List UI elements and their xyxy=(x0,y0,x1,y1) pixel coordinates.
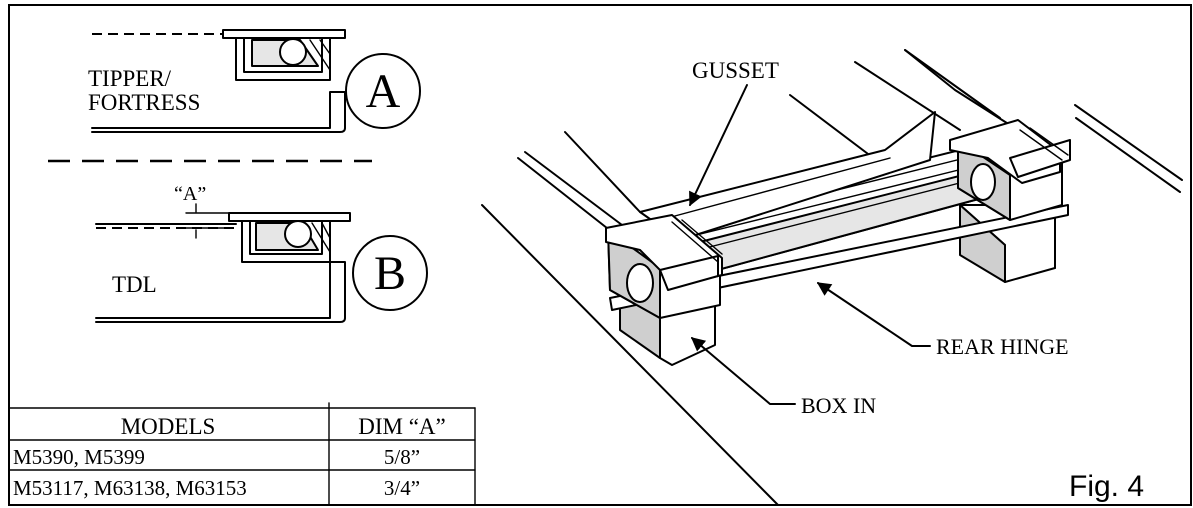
detail-a-letter: A xyxy=(366,65,401,118)
callout-box-in: BOX IN xyxy=(801,393,876,418)
table-header-models: MODELS xyxy=(121,414,216,439)
detail-a-drawing xyxy=(91,29,346,133)
models-table xyxy=(8,402,476,506)
detail-b-circle-marker: B xyxy=(352,235,428,311)
callout-rear-hinge: REAR HINGE xyxy=(936,334,1069,359)
detail-a-circle-marker: A xyxy=(345,53,421,129)
box-in-callout-leader xyxy=(690,337,796,405)
rear-hinge-callout-leader xyxy=(816,282,931,347)
detail-b-drawing: “A” xyxy=(95,183,351,323)
table-header-dim: DIM “A” xyxy=(358,414,446,439)
table-cell-row2-dim: 3/4” xyxy=(384,476,420,500)
table-cell-row2-models: M53117, M63138, M63153 xyxy=(13,476,247,500)
callout-gusset: GUSSET xyxy=(692,58,779,83)
table-cell-row1-models: M5390, M5399 xyxy=(13,445,145,469)
detail-a-label-line2: FORTRESS xyxy=(88,90,200,115)
detail-b-letter: B xyxy=(374,247,406,300)
figure-label: Fig. 4 xyxy=(1069,470,1144,503)
gusset-callout-leader xyxy=(689,84,748,207)
detail-b-dim-label: “A” xyxy=(174,183,206,205)
drawing-border xyxy=(8,4,1192,506)
detail-b-label: TDL xyxy=(112,272,157,297)
rear-hinge-assembly xyxy=(481,49,1183,506)
table-cell-row1-dim: 5/8” xyxy=(384,445,420,469)
detail-a-label-line1: TIPPER/ xyxy=(88,66,172,91)
